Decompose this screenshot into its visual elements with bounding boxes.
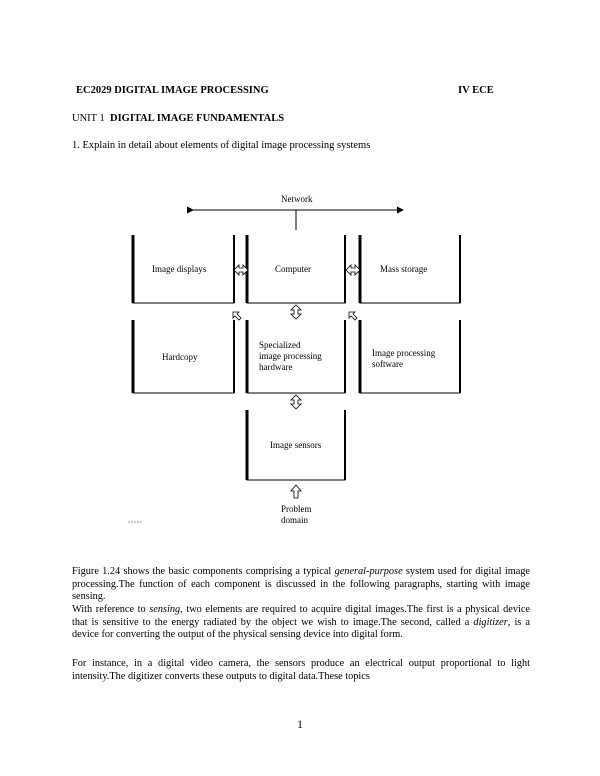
double-arrow-hardware-sensors-icon [290, 394, 302, 410]
page-number: 1 [297, 717, 303, 731]
paragraph-2: With reference to sensing, two elements … [72, 604, 530, 641]
label-specialized-1: Specialized [259, 340, 301, 350]
box-hardcopy [131, 320, 235, 394]
box-mass-storage [358, 235, 461, 304]
paragraph-3: For instance, in a digital video camera,… [72, 658, 530, 682]
unit-number: UNIT 1 [72, 113, 105, 124]
label-image-sensors: Image sensors [270, 440, 322, 450]
label-ip-software-1: Image processing [372, 348, 436, 358]
unit-title: DIGITAL IMAGE FUNDAMENTALS [110, 113, 285, 124]
box-image-processing-software [358, 320, 461, 394]
label-ip-software-2: software [372, 359, 403, 369]
label-computer: Computer [275, 264, 311, 274]
box-image-displays [131, 235, 235, 304]
label-problem-2: domain [281, 515, 308, 525]
label-specialized-2: image processing [259, 351, 322, 361]
label-specialized-3: hardware [259, 362, 292, 372]
box-specialized-hardware [245, 320, 346, 394]
double-arrow-computer-storage-icon [345, 264, 361, 276]
double-arrow-displays-computer-icon [233, 264, 249, 276]
unit-heading: UNIT 1 DIGITAL IMAGE FUNDAMENTALS [72, 113, 284, 124]
label-image-displays: Image displays [152, 264, 207, 274]
double-arrow-computer-hardware-icon [290, 304, 302, 320]
up-arrow-problem-domain-icon [290, 484, 302, 499]
course-title: EC2029 DIGITAL IMAGE PROCESSING [76, 85, 269, 96]
question-text: 1. Explain in detail about elements of d… [72, 140, 371, 151]
label-problem-1: Problem [281, 504, 312, 514]
diagonal-arrow-software-icon [348, 311, 358, 321]
box-image-sensors [245, 410, 346, 481]
diagonal-arrow-hardcopy-icon [232, 311, 242, 321]
label-mass-storage: Mass storage [380, 264, 427, 274]
network-label: Network [281, 194, 313, 204]
label-hardcopy: Hardcopy [162, 352, 198, 362]
class-label: IV ECE [458, 85, 494, 96]
paragraph-1: Figure 1.24 shows the basic components c… [72, 566, 530, 603]
